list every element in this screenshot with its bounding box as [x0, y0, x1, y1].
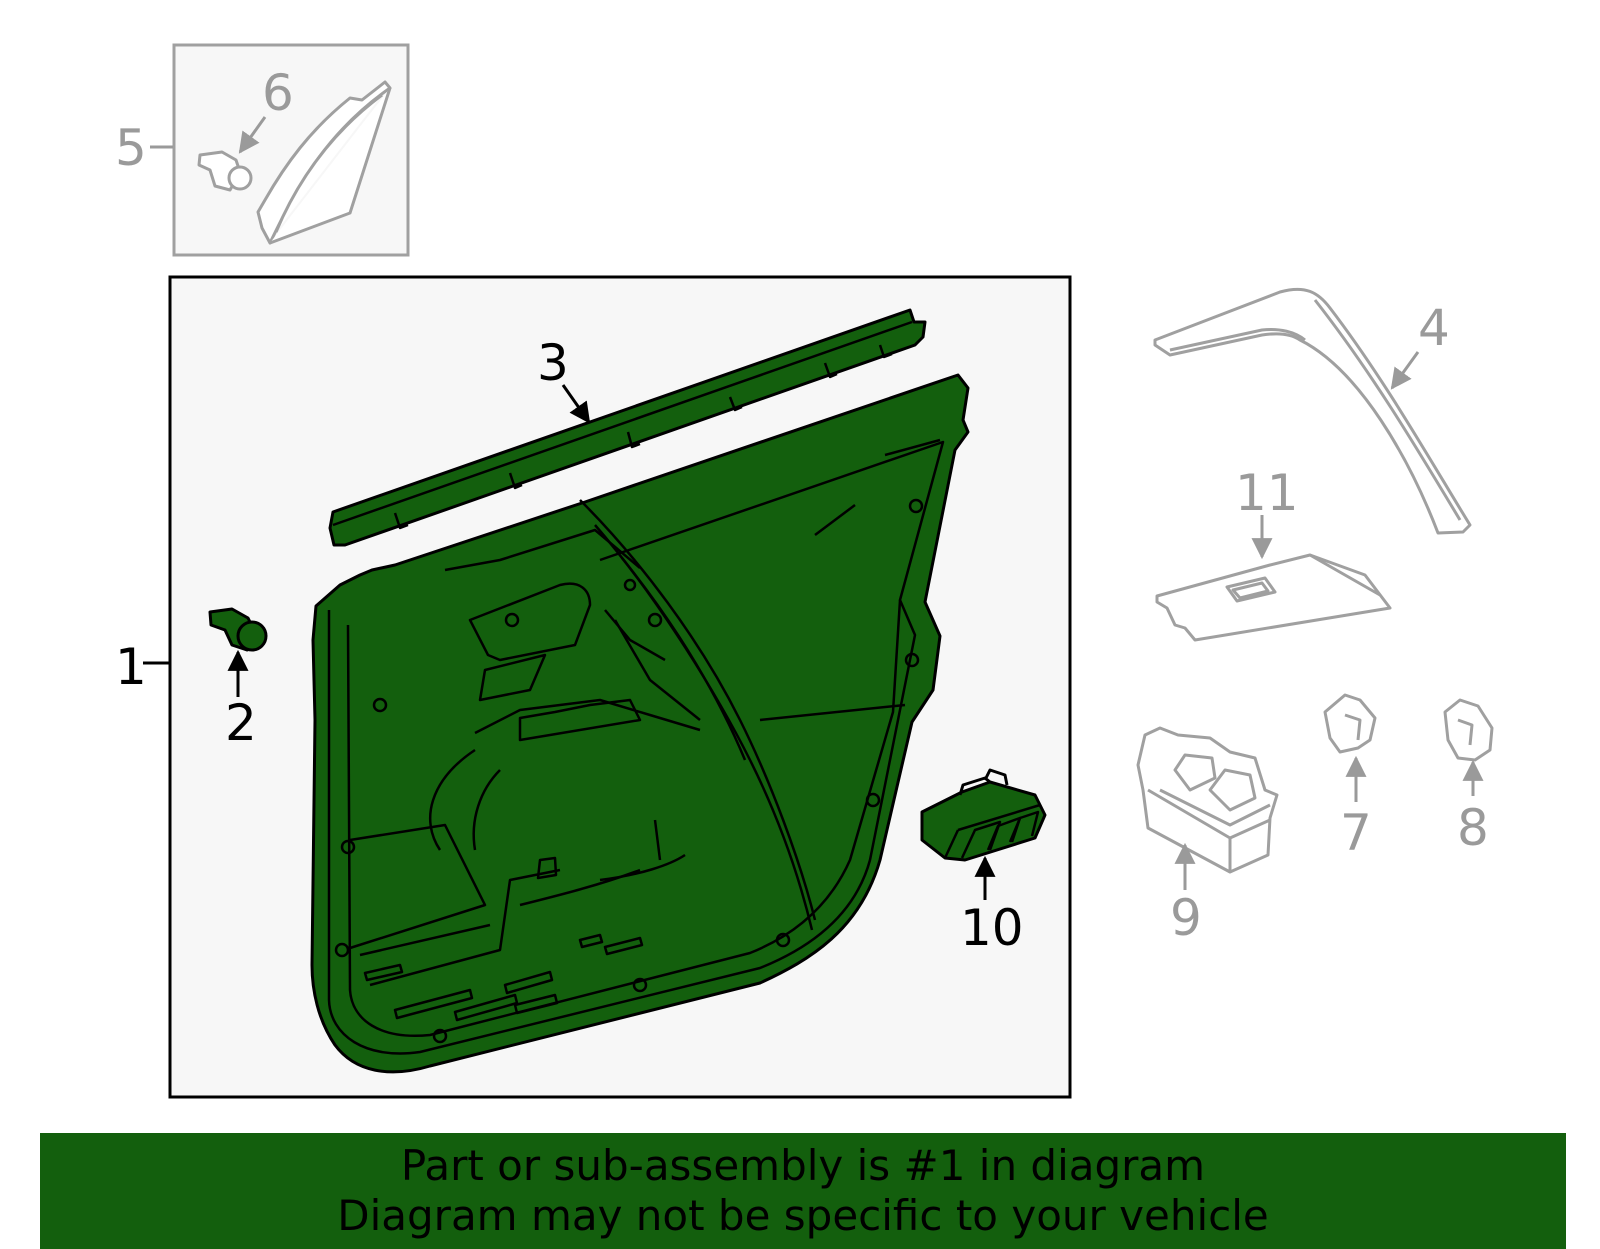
- switch-panel[interactable]: [1155, 553, 1392, 642]
- callout-4: 4: [1418, 299, 1450, 357]
- arrow-6: [238, 116, 267, 154]
- info-banner: Part or sub-assembly is #1 in diagram Di…: [40, 1133, 1566, 1249]
- armrest-trim[interactable]: [1153, 287, 1472, 535]
- window-switch[interactable]: [1136, 726, 1279, 874]
- door-trim-panel[interactable]: [310, 373, 970, 1074]
- callout-2: 2: [225, 694, 257, 752]
- belt-weatherstrip[interactable]: [328, 308, 927, 547]
- callout-8: 8: [1457, 799, 1489, 857]
- switch-clip-b[interactable]: [1443, 698, 1494, 762]
- retainer-clip[interactable]: [208, 607, 268, 652]
- mirror-clip-part[interactable]: [197, 150, 253, 192]
- callout-7: 7: [1340, 804, 1372, 862]
- callout-10: 10: [960, 899, 1024, 957]
- mirror-cover-inset: [150, 43, 410, 257]
- callout-3: 3: [537, 334, 569, 392]
- callout-5: 5: [115, 119, 147, 177]
- switch-clip-a[interactable]: [1323, 693, 1377, 754]
- callout-9: 9: [1170, 889, 1202, 947]
- callout-11: 11: [1235, 464, 1299, 522]
- callout-1: 1: [115, 638, 147, 696]
- callout-6: 6: [262, 64, 294, 122]
- mirror-cover-part[interactable]: [256, 80, 392, 245]
- arrow-3: [561, 384, 591, 424]
- arrow-4: [1390, 351, 1420, 390]
- banner-line-1: Part or sub-assembly is #1 in diagram: [400, 1141, 1206, 1190]
- banner-line-2: Diagram may not be specific to your vehi…: [337, 1191, 1269, 1240]
- switch-bezel[interactable]: [920, 768, 1047, 862]
